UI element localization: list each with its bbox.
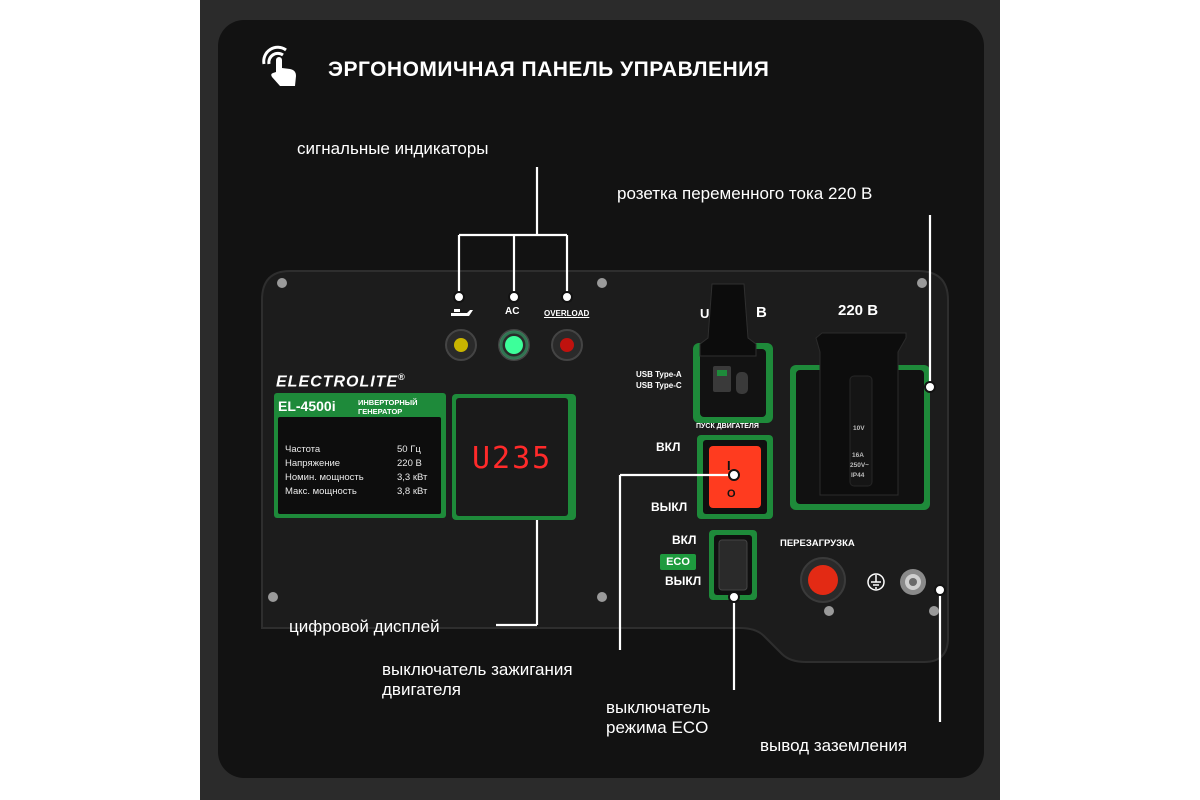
spec-name: Напряжение — [285, 458, 341, 469]
model-type: ИНВЕРТОРНЫЙ ГЕНЕРАТОР — [358, 398, 418, 416]
callout-ignition-switch-line1: выключатель зажигания — [382, 660, 573, 679]
ac-indicator-label: AC — [505, 306, 520, 317]
ignition-off-symbol: O — [727, 488, 736, 500]
callout-lines — [457, 167, 942, 722]
model-name: EL-4500i — [278, 398, 336, 414]
spec-value: 3,3 кВт — [397, 472, 428, 483]
usb-type-c-label: USB Type-C — [636, 381, 682, 390]
ignition-on-symbol: I — [727, 458, 731, 473]
ignition-off-label: ВЫКЛ — [651, 500, 688, 514]
spec-name: Номин. мощность — [285, 472, 364, 483]
spec-value: 3,8 кВт — [397, 486, 428, 497]
ignition-on-label: ВКЛ — [656, 440, 681, 454]
usb-cover — [699, 283, 757, 357]
usb-type-a-label: USB Type-A — [636, 370, 682, 379]
ground-symbol-icon — [867, 573, 885, 591]
start-engine-label: ПУСК ДВИГАТЕЛЯ — [696, 423, 759, 430]
spec-name: Частота — [285, 444, 321, 455]
digital-display — [456, 398, 568, 516]
usb-type-a-port — [713, 366, 731, 392]
socket-mark: 250V~ — [850, 462, 869, 469]
brand-logo: ELECTROLITE® — [276, 372, 406, 391]
spec-name: Макс. мощность — [285, 486, 357, 497]
usb-type-c-port — [736, 372, 748, 394]
touch-hand-icon — [262, 45, 296, 86]
callout-ground-terminal: вывод заземления — [760, 736, 908, 755]
callout-eco-switch-line2: режима ECO — [606, 718, 709, 737]
display-readout: U235 — [472, 441, 553, 476]
socket-voltage-label: 220 В — [838, 302, 879, 319]
ground-terminal[interactable] — [900, 569, 926, 595]
spec-table — [278, 417, 441, 514]
oil-indicator-lamp — [454, 338, 468, 352]
usb-title-partial-left: U — [700, 306, 710, 321]
spec-value: 220 В — [397, 458, 422, 469]
socket-mark: 10V — [853, 425, 865, 432]
eco-off-label: ВЫКЛ — [665, 574, 702, 588]
socket-mark: 16A — [852, 452, 864, 459]
oil-can-icon — [451, 309, 473, 316]
callout-indicators: сигнальные индикаторы — [297, 139, 489, 158]
ac-indicator-lamp — [505, 336, 523, 354]
eco-badge: ECO — [660, 554, 696, 570]
reset-button[interactable] — [808, 565, 838, 595]
eco-switch[interactable] — [718, 539, 748, 591]
page-title: ЭРГОНОМИЧНАЯ ПАНЕЛЬ УПРАВЛЕНИЯ — [328, 58, 770, 81]
eco-on-label: ВКЛ — [672, 533, 697, 547]
callout-ac-socket: розетка переменного тока 220 В — [617, 184, 873, 203]
panel-body — [261, 270, 949, 663]
socket-mark: IP44 — [851, 472, 865, 479]
reset-label: ПЕРЕЗАГРУЗКА — [780, 538, 855, 549]
usb-title-partial: B — [756, 304, 767, 321]
callout-ignition-switch-line2: двигателя — [382, 680, 461, 699]
overload-indicator-lamp — [560, 338, 574, 352]
callout-eco-switch-line1: выключатель — [606, 698, 711, 717]
spec-value: 50 Гц — [397, 444, 421, 455]
overload-indicator-label: OVERLOAD — [544, 309, 590, 318]
callout-digital-display: цифровой дисплей — [289, 617, 440, 636]
